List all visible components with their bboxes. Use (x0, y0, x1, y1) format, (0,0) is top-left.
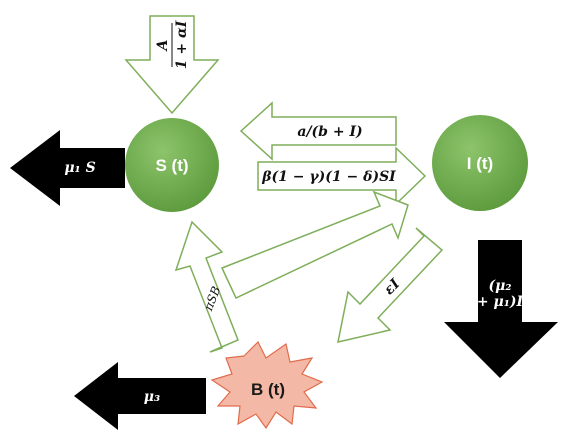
infection-arrow: β(1 − γ)(1 − δ)SI (257, 146, 427, 206)
node-i-label: I (t) (467, 154, 493, 173)
death-b-arrow: μ₃ (74, 362, 206, 430)
death-s-arrow: μ₁ S (10, 130, 125, 206)
recovery-label: a/(b + I) (297, 124, 362, 140)
shedding-band (220, 190, 409, 300)
recruitment-denominator: 1 + αI (174, 20, 190, 69)
burst-shape (210, 340, 324, 430)
recovery-arrow: a/(b + I) (239, 101, 397, 161)
recruitment-arrow: A 1 + αI (124, 15, 220, 115)
death-i-arrow: (μ₂ + μ₁)I (444, 240, 558, 378)
death-i-label-line2: + μ₁)I (477, 294, 524, 310)
death-s-label: μ₁ S (64, 160, 95, 176)
death-i-label-line1: (μ₂ (488, 278, 511, 294)
node-s: S (t) (125, 118, 219, 212)
node-i: I (t) (432, 115, 528, 211)
node-b-label: B (t) (251, 380, 285, 399)
bacterial-infection-arrow: πSB (174, 220, 239, 353)
shedding-arrow: εI (337, 227, 444, 343)
death-b-label: μ₃ (144, 389, 160, 405)
node-b: B (t) (210, 340, 324, 430)
infection-label: β(1 − γ)(1 − δ)SI (261, 169, 396, 185)
node-s-label: S (t) (155, 156, 188, 175)
recruitment-numerator: A (155, 39, 171, 52)
